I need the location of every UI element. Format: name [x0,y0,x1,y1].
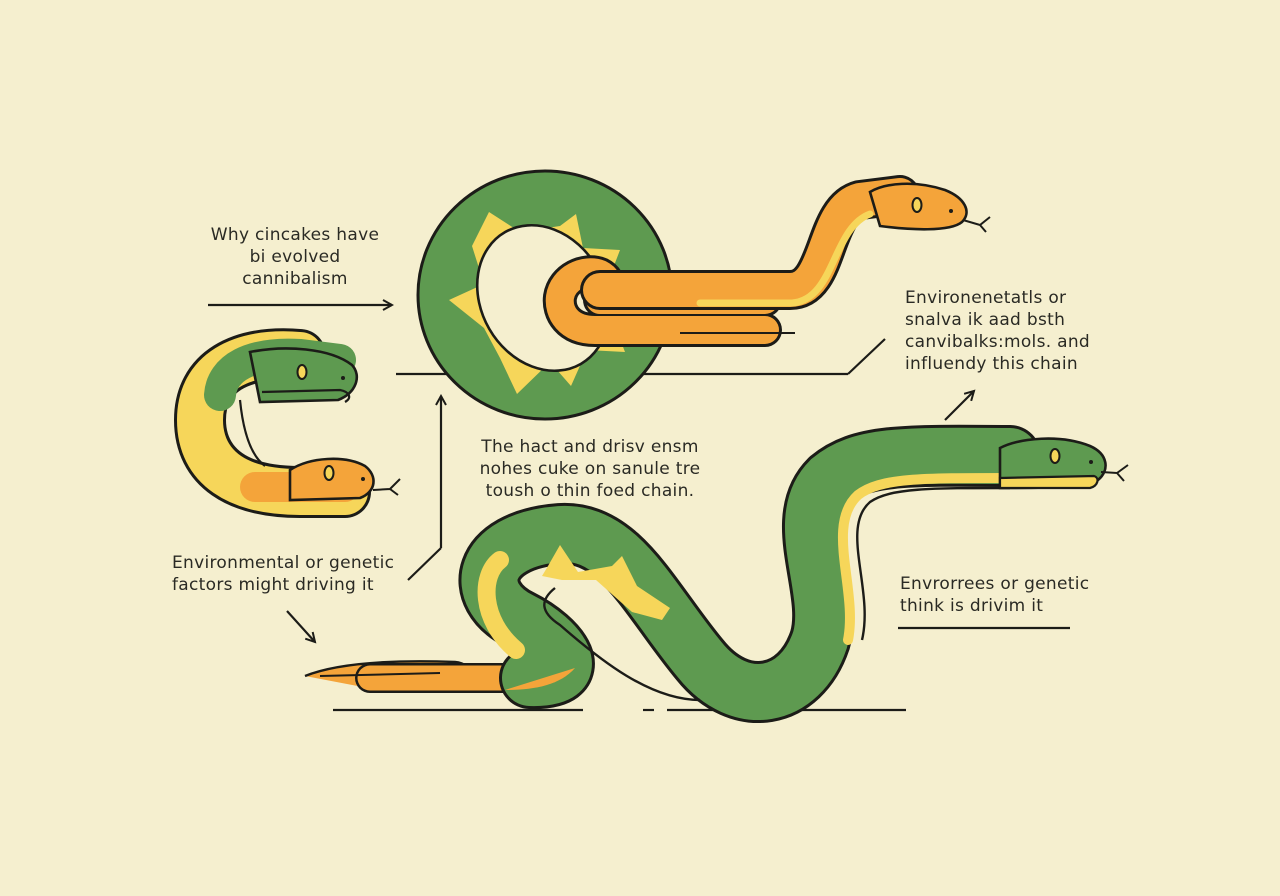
label-bottom-left: Environmental or genetic factors might d… [172,552,394,596]
label-line: nohes cuke on sanule tre [479,459,701,479]
label-line: The hact and drisv ensm [481,437,699,457]
long-green-snake-figure [304,424,1129,723]
label-top-right: Environenetatls or snalva ik aad bsth ca… [905,287,1090,375]
eye-icon [296,364,308,380]
label-line: Environmental or genetic [172,553,395,573]
arrow-up-right [944,391,974,421]
c-snake-figure [173,328,401,518]
label-line: snalva ik aad bsth [905,310,1066,330]
tongue-icon [1100,464,1129,482]
label-line: bi evolved [249,247,341,267]
orange-snake-figure [542,175,991,347]
eye-icon [323,465,335,481]
label-line: toush o thin foed chain. [485,481,695,501]
eye-icon [1049,448,1061,464]
label-line: canvibalks:mols. and [905,332,1091,352]
label-line: factors might driving it [172,575,374,595]
label-line: Environenetatls or [905,288,1067,308]
tongue-icon [372,478,401,496]
arrow-up-connector [407,396,441,581]
label-top-left: Why cincakes have bi evolved cannibalism [190,224,400,290]
label-line: think is drivim it [900,596,1044,616]
label-center: The hact and drisv ensm nohes cuke on sa… [455,436,725,502]
label-line: Why cincakes have [210,225,380,245]
label-line: cannibalism [242,269,348,289]
tongue-icon [962,216,991,233]
eye-icon [911,197,923,213]
label-line: influendy this chain [905,354,1078,374]
arrow-down-right [286,610,315,642]
label-bottom-right: Envrorrees or genetic think is drivim it [900,573,1089,617]
star-pattern [542,545,670,620]
label-line: Envrorrees or genetic [900,574,1090,594]
